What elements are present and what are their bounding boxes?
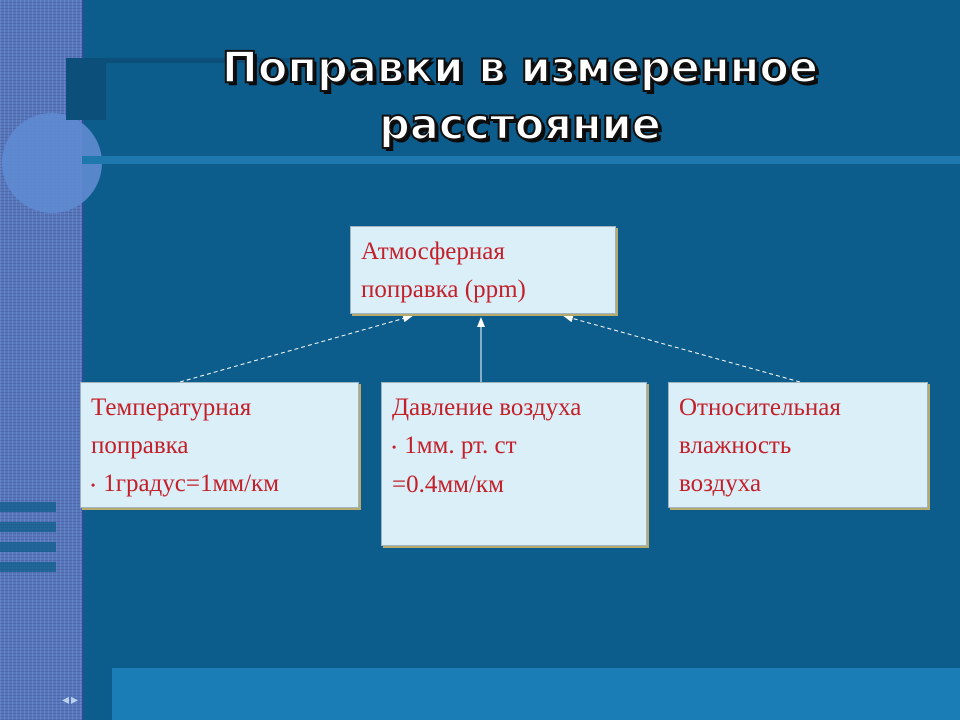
connector-right xyxy=(563,314,801,383)
title-line-1: Поправки в измеренное xyxy=(221,42,819,94)
diagram-root-box: Атмосферная поправка (ppm) xyxy=(350,226,616,314)
child-line-2-text: 1мм. рт. ст xyxy=(404,432,517,459)
connector-left xyxy=(179,314,413,383)
decor-bar xyxy=(0,502,56,512)
child-line-2: • 1мм. рт. ст xyxy=(392,427,636,466)
child-line-2: поправка xyxy=(91,432,189,459)
child-line-3: воздуха xyxy=(679,470,762,497)
slide-title: Поправки в измеренное расстояние xyxy=(120,40,920,154)
child-line-3: • 1градус=1мм/км xyxy=(91,465,348,504)
decor-bar xyxy=(0,522,56,532)
root-line-2: поправка (ppm) xyxy=(361,276,526,303)
root-line-1: Атмосферная xyxy=(361,238,505,265)
child-line-2: влажность xyxy=(679,432,792,459)
title-line-2: расстояние xyxy=(378,99,662,151)
bullet-icon: • xyxy=(91,478,96,493)
diagram-child-pressure: Давление воздуха • 1мм. рт. ст =0.4мм/км xyxy=(381,382,647,546)
title-underline-band xyxy=(82,156,960,164)
child-line-1: Температурная xyxy=(91,394,252,421)
diagram-child-humidity: Относительная влажность воздуха xyxy=(668,382,928,508)
decor-top-line xyxy=(106,58,296,63)
bullet-icon: • xyxy=(392,440,397,455)
decor-bar xyxy=(0,562,56,572)
arrow-left-right-icon[interactable]: ◂▸ xyxy=(62,692,81,708)
decor-bar xyxy=(0,542,56,552)
decor-bars xyxy=(0,502,56,582)
strip-divider xyxy=(82,0,84,720)
decor-notch xyxy=(66,58,106,120)
child-line-3: =0.4мм/км xyxy=(392,471,504,499)
footer-bar xyxy=(112,668,960,720)
child-line-1: Давление воздуха xyxy=(392,394,582,421)
child-line-1: Относительная xyxy=(679,394,841,421)
child-line-3-text: 1градус=1мм/км xyxy=(103,470,280,497)
diagram-child-temperature: Температурная поправка • 1градус=1мм/км xyxy=(80,382,359,508)
